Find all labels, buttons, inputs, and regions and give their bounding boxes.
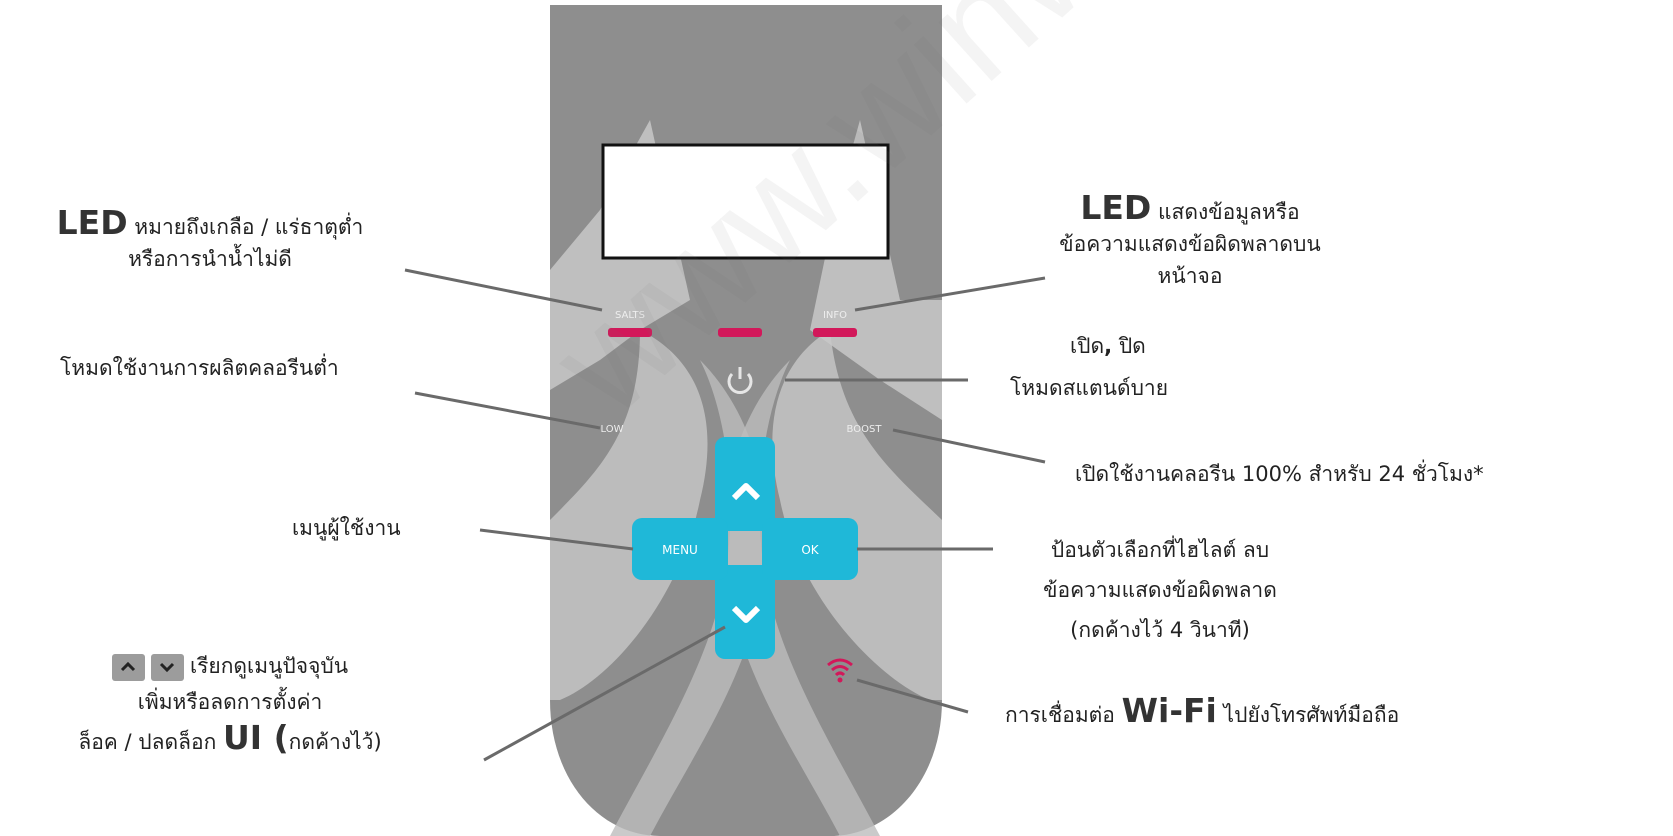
down-button [715,565,775,659]
info-panel-label: INFO [823,310,847,321]
salts-panel-label: SALTS [615,310,645,321]
panel-body [550,5,942,836]
down-key-icon [151,654,184,681]
salts-led [608,328,652,337]
menu-button-label: MENU [662,543,698,557]
salts-led-label: LED หมายถึงเกลือ / แร่ธาตุต่ำ หรือการนำน… [15,207,405,275]
boost-label: เปิดใช้งานคลอรีน 100% สำหรับ 24 ชั่วโมง* [1075,458,1484,490]
arrows-label: เรียกดูเมนูปัจจุบัน เพิ่มหรือลดการตั้งค่… [10,650,450,758]
display-screen [603,145,888,258]
center-led [718,328,762,337]
low-mode-label: โหมดใช้งานการผลิตคลอรีนต่ำ [60,352,339,384]
menu-label: เมนูผู้ใช้งาน [292,512,401,544]
power-label: เปิด, ปิด โหมดสแตนด์บาย [1010,330,1168,404]
ok-label: ป้อนตัวเลือกที่ไฮไลต์ ลบ ข้อความแสดงข้อผ… [995,530,1325,650]
boost-panel-label: BOOST [847,424,883,435]
low-panel-label: LOW [601,424,624,435]
ok-button-label: OK [801,543,819,557]
info-led [813,328,857,337]
up-key-icon [112,654,145,681]
wifi-label: การเชื่อมต่อ Wi-Fi ไปยังโทรศัพท์มือถือ [1005,695,1399,731]
info-led-label: LED แสดงข้อมูลหรือ ข้อความแสดงข้อผิดพลาด… [1040,192,1340,292]
